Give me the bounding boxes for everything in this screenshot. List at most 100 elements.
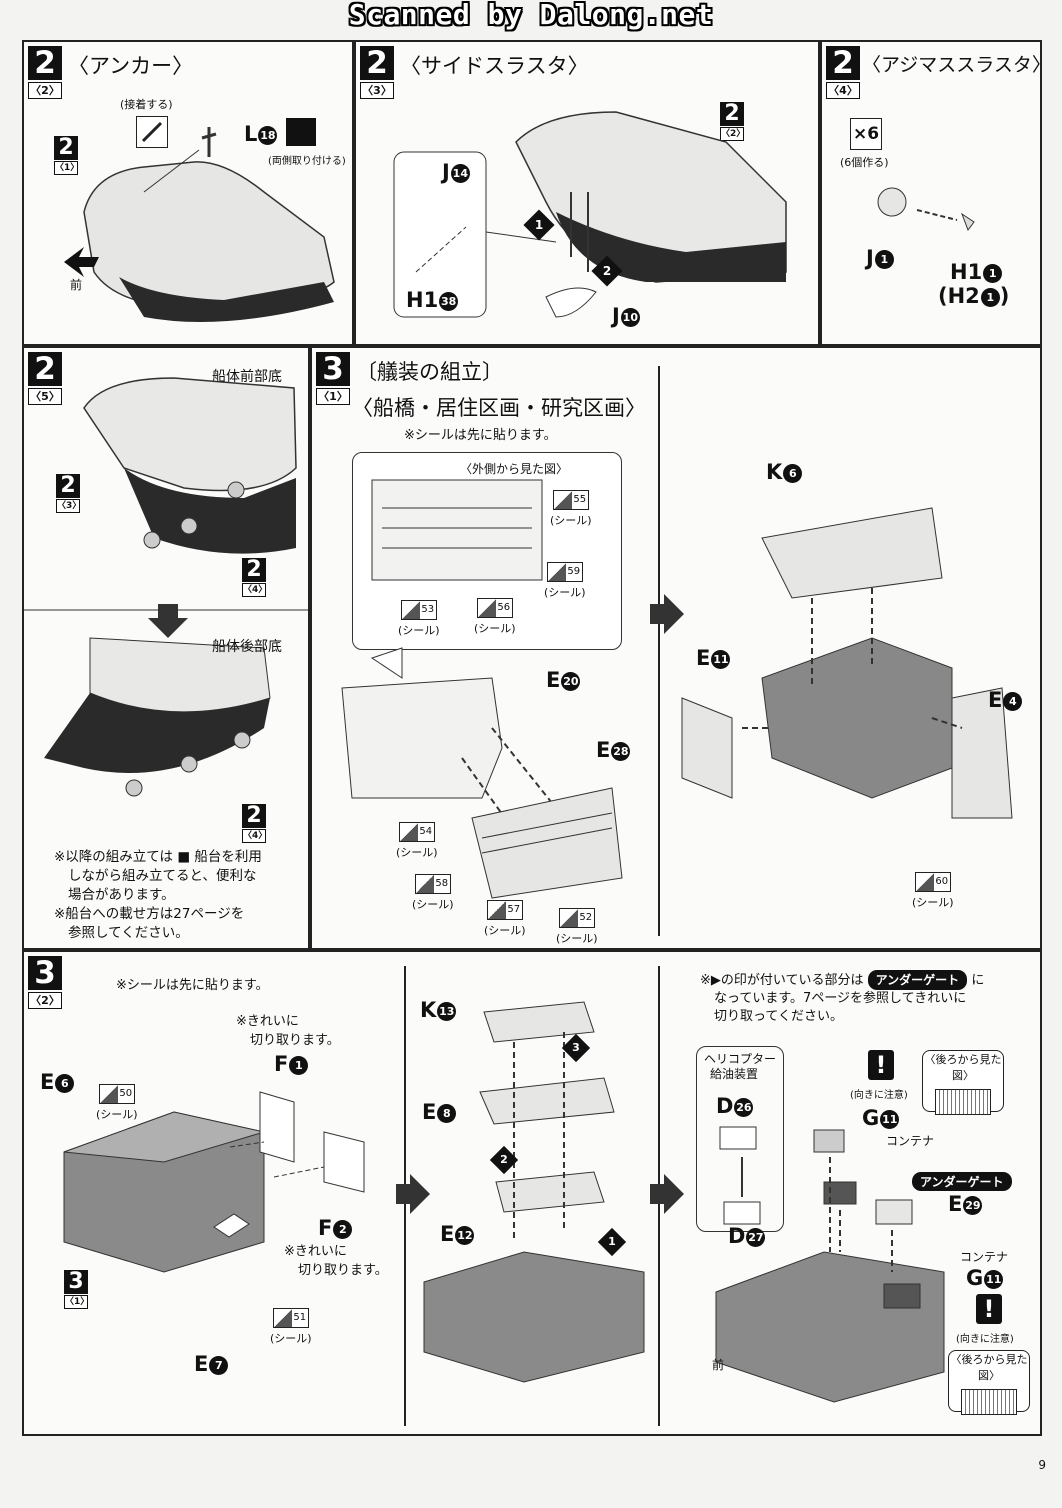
sticker-60: 60(シール) bbox=[912, 872, 954, 910]
sticker-52: 52(シール) bbox=[556, 908, 598, 946]
sticker-55: 55(シール) bbox=[550, 490, 592, 528]
step-title: 〈アンカー〉 bbox=[68, 54, 194, 78]
step-title: 〈サイドスラスタ〉 bbox=[400, 54, 589, 78]
front-label: 前 bbox=[70, 278, 83, 292]
step-badge: 2〈2〉 bbox=[28, 46, 62, 99]
sticker-56: 56(シール) bbox=[474, 598, 516, 636]
make-6-label: (6個作る) bbox=[840, 156, 889, 169]
orientation-warning-icon: ! bbox=[868, 1050, 894, 1080]
panel-step-2-5: 2〈5〉 船体前部底 2〈3〉 2〈4〉 船体後部底 2〈4〉 ※以降の組み立て… bbox=[22, 346, 310, 950]
clean-cut-note-2: ※きれいに切り取ります。 bbox=[284, 1244, 388, 1278]
sticker-51: 51(シール) bbox=[270, 1308, 312, 1346]
front-label: 前 bbox=[712, 1358, 725, 1372]
step-title: 〔艤装の組立〕 bbox=[356, 360, 503, 384]
hull-bottom-illustrations bbox=[24, 377, 308, 797]
rear-view-box: 〈後ろから見た図〉 bbox=[922, 1050, 1004, 1115]
ref-2-3: 2〈3〉 bbox=[56, 473, 82, 513]
order-3-badge: 3 bbox=[561, 1033, 591, 1063]
bridge-assembly-illustration bbox=[341, 479, 1013, 899]
next-arrow-2 bbox=[650, 1174, 684, 1214]
heli-fuel-box bbox=[696, 1046, 784, 1232]
orientation-warning-label-2: (向きに注意) bbox=[956, 1334, 1014, 1345]
ref-2-4: 2〈4〉 bbox=[242, 557, 268, 597]
order-2-badge: 2 bbox=[591, 255, 623, 287]
sticker-58: 58(シール) bbox=[412, 874, 454, 912]
times-6-badge: ×6 bbox=[850, 118, 882, 150]
glue-label: (接着する) bbox=[120, 98, 173, 111]
equipment-assembly-illustration bbox=[63, 1001, 945, 1403]
step-title: 〈アジマススラスタ〉 bbox=[862, 54, 1042, 76]
rear-view-box-2: 〈後ろから見た図〉 bbox=[948, 1350, 1030, 1415]
step-badge: 2〈4〉 bbox=[826, 46, 860, 99]
down-arrow bbox=[148, 604, 188, 638]
glue-icon bbox=[136, 116, 168, 148]
ref-2-2: 2〈2〉 bbox=[720, 101, 746, 141]
sticker-50: 50(シール) bbox=[96, 1084, 138, 1122]
panel-step-3-1: 3〈1〉 〔艤装の組立〕 〈船橋・居住区画・研究区画〉 ※シールは先に貼ります。… bbox=[310, 346, 1042, 950]
sticker-54: 54(シール) bbox=[396, 822, 438, 860]
both-side-icon bbox=[286, 118, 316, 146]
assembly-note: ※以降の組み立ては ■ 船台を利用 しながら組み立てると、便利な 場合があります… bbox=[54, 849, 262, 941]
both-side-label: (両側取り付ける) bbox=[268, 156, 346, 167]
step-badge: 3〈1〉 bbox=[316, 352, 350, 405]
orientation-warning-label: (向きに注意) bbox=[850, 1090, 908, 1101]
sticker-59: 59(シール) bbox=[544, 562, 586, 600]
next-arrow-1 bbox=[396, 1174, 430, 1214]
undergate-pill-2: アンダーゲート bbox=[912, 1172, 1012, 1191]
ref-2-4b: 2〈4〉 bbox=[242, 803, 268, 843]
order-2-badge: 2 bbox=[489, 1145, 519, 1175]
heli-fuel-label: ヘリコプター給油装置 bbox=[704, 1052, 777, 1081]
outside-view-label: 〈外側から見た図〉 bbox=[460, 462, 569, 476]
ref-2-1: 2〈1〉 bbox=[54, 135, 80, 175]
sticker-53: 53(シール) bbox=[398, 600, 440, 638]
sticker-first-note: ※シールは先に貼ります。 bbox=[116, 978, 269, 993]
azimuth-thruster-illustration bbox=[877, 187, 975, 232]
order-1-badge: 1 bbox=[597, 1227, 627, 1257]
step-subtitle: 〈船橋・居住区画・研究区画〉 bbox=[352, 396, 646, 420]
panel-divider bbox=[658, 366, 660, 936]
page-number: 9 bbox=[1038, 1458, 1046, 1472]
hull-bow-illustration bbox=[64, 127, 335, 322]
step-badge: 2〈5〉 bbox=[28, 352, 62, 405]
rear-bottom-label: 船体後部底 bbox=[212, 639, 282, 655]
next-arrow bbox=[650, 594, 684, 634]
undergate-note: ※▶の印が付いている部分は アンダーゲート に なっています。7ページを参照して… bbox=[700, 970, 984, 1026]
sticker-first-note: ※シールは先に貼ります。 bbox=[404, 428, 557, 443]
step-badge: 3〈2〉 bbox=[28, 956, 62, 1009]
order-1-badge: 1 bbox=[523, 209, 555, 241]
container-label-2: コンテナ bbox=[960, 1250, 1009, 1264]
front-bottom-label: 船体前部底 bbox=[212, 369, 282, 385]
step-badge: 2〈3〉 bbox=[360, 46, 394, 99]
orientation-warning-icon-2: ! bbox=[976, 1294, 1002, 1324]
clean-cut-note-1: ※きれいに切り取ります。 bbox=[236, 1014, 340, 1048]
container-label: コンテナ bbox=[886, 1134, 935, 1148]
